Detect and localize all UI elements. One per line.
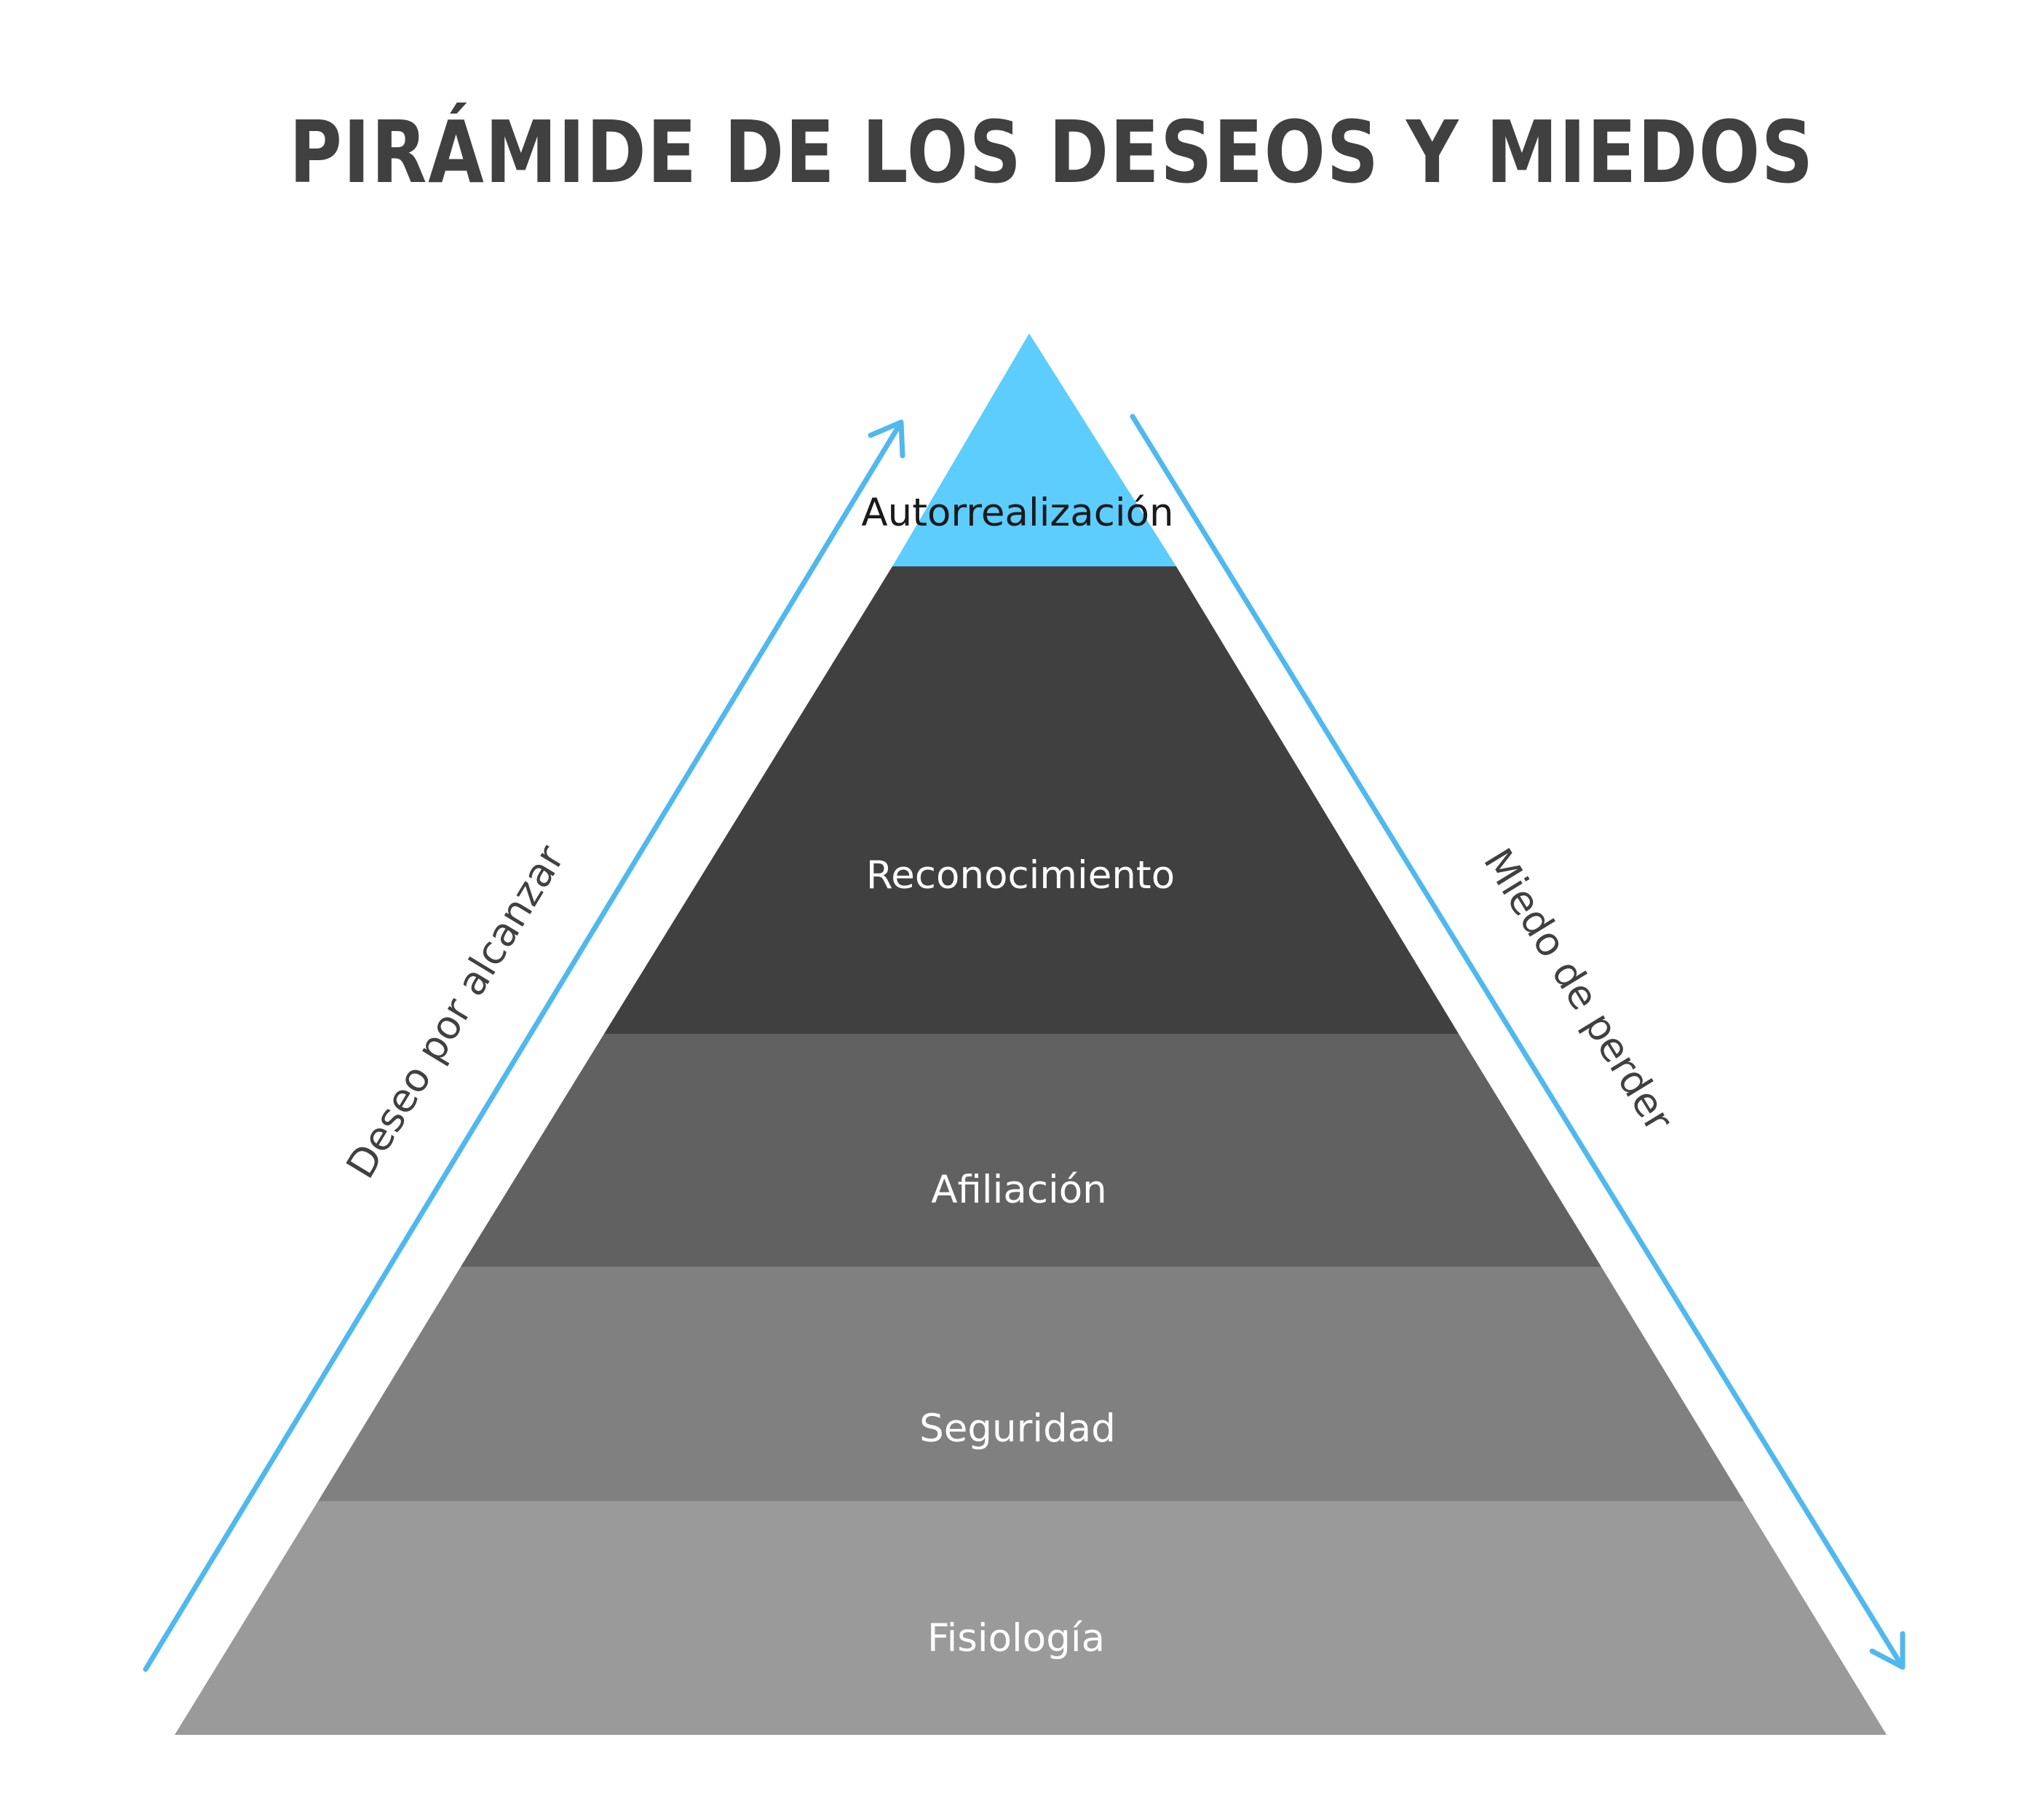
pyramid-level-reconocimiento [604, 566, 1459, 1034]
arrow-label-miedo: Miedo de perder [1475, 841, 1682, 1140]
pyramid-level-autorrealizacion [892, 333, 1176, 566]
level-label-seguridad: Seguridad [919, 1406, 1116, 1451]
arrow-down-icon [1130, 414, 1906, 1670]
pyramid-level-fisiologia [175, 1501, 1887, 1735]
diagram-title: PIRÁMIDE DE LOS DESEOS Y MIEDOS [289, 102, 1815, 202]
arrow-up-icon [143, 419, 905, 1672]
level-label-afiliacion: Afiliación [931, 1168, 1106, 1212]
level-label-reconocimiento: Reconocimiento [866, 853, 1175, 898]
pyramid-level-afiliacion [461, 1034, 1601, 1267]
level-label-fisiologia: Fisiología [927, 1616, 1105, 1661]
level-label-autorrealizacion: Autorrealización [861, 491, 1173, 535]
pyramid-level-seguridad [318, 1267, 1744, 1501]
arrow-label-deseo: Deseo por alcanzar [337, 837, 574, 1187]
